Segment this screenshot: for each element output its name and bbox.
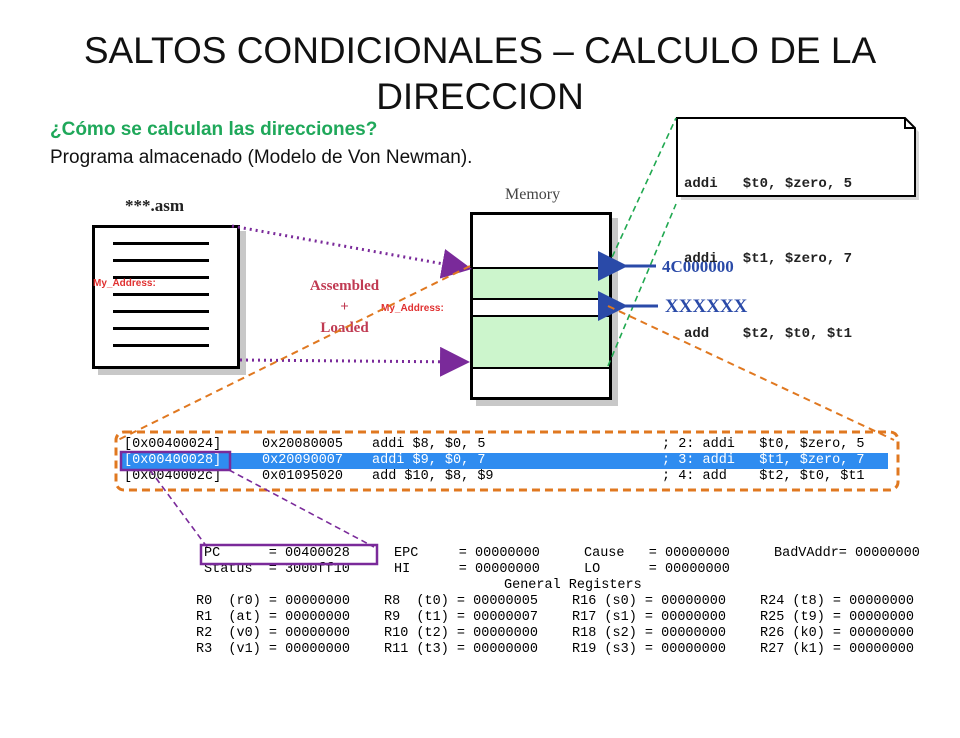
listing-code: 0x20080005 (262, 437, 344, 452)
memory-cell-target (473, 298, 609, 317)
register-value: R16 (s0) = 00000000 (572, 594, 726, 609)
code-line: addi $t0, $zero, 5 (684, 176, 853, 192)
doc-line (113, 276, 209, 279)
memory-to-listing-connector (117, 265, 471, 441)
assembled-text: Assembled (309, 278, 380, 294)
register-value: R8 (t0) = 00000005 (384, 594, 538, 609)
register-value: R3 (v1) = 00000000 (196, 642, 350, 657)
listing-row-selected[interactable]: [0x00400028] 0x20090007 addi $9, $0, 7 ;… (122, 453, 888, 469)
listing-instruction: add $10, $8, $9 (372, 469, 494, 484)
assembled-loaded-label: Assembled + Loaded (302, 276, 387, 339)
memory-block (470, 212, 612, 400)
address-highlight-box (119, 450, 232, 472)
register-value: R18 (s2) = 00000000 (572, 626, 726, 641)
memory-cell-empty (473, 367, 609, 396)
code-line: add $t2, $t0, $t1 (684, 326, 853, 342)
register-value: R11 (t3) = 00000000 (384, 642, 538, 657)
register-value: R25 (t9) = 00000000 (760, 610, 914, 625)
pointer-label-target: XXXXXX (665, 296, 748, 317)
address-to-pc-connector (149, 469, 208, 548)
memory-to-listing-connector (607, 305, 895, 441)
asm-document-icon (92, 225, 240, 369)
code-line: addi $t1, $zero, 7 (684, 251, 853, 267)
listing-code: 0x01095020 (262, 469, 344, 484)
listing-row[interactable]: [0x00400024] 0x20080005 addi $8, $0, 5 ;… (122, 437, 888, 453)
register-header-row: General Registers (196, 578, 642, 594)
doc-line (113, 293, 209, 296)
instruction-listing: [0x00400024] 0x20080005 addi $8, $0, 5 ;… (122, 436, 888, 486)
connector-overlay (114, 117, 900, 566)
register-value: R17 (s1) = 00000000 (572, 610, 726, 625)
listing-instruction: addi $8, $0, 5 (372, 437, 486, 452)
code-snippet: addi $t0, $zero, 5 addi $t1, $zero, 7 ad… (684, 122, 852, 372)
asm-file-label: ***.asm (125, 196, 185, 215)
register-value: R9 (t1) = 00000007 (384, 610, 538, 625)
doc-line (113, 259, 209, 262)
register-row: R2 (v0) = 00000000 R10 (t2) = 00000000 R… (196, 626, 914, 642)
doc-line (113, 310, 209, 313)
memory-to-code-connector (607, 117, 677, 267)
register-row: R0 (r0) = 00000000 R8 (t0) = 00000005 R1… (196, 594, 914, 610)
register-value: R27 (k1) = 00000000 (760, 642, 914, 657)
register-value: R2 (v0) = 00000000 (196, 626, 350, 641)
register-value: R1 (at) = 00000000 (196, 610, 350, 625)
doc-line (113, 242, 209, 245)
doc-line (113, 327, 209, 330)
pointer-label-base: 4C000000 (662, 257, 734, 276)
pc-highlight-box (199, 543, 379, 566)
memory-to-code-connector (607, 203, 677, 367)
listing-highlight-box (114, 430, 900, 492)
memory-address-label: My_Address: (381, 303, 444, 314)
register-cause: Cause = 00000000 (584, 546, 730, 561)
asm-to-memory-connector (231, 224, 472, 279)
listing-code: 0x20090007 (262, 453, 344, 468)
register-value: R10 (t2) = 00000000 (384, 626, 538, 641)
register-epc: EPC = 00000000 (394, 546, 540, 561)
register-value: R24 (t8) = 00000000 (760, 594, 914, 609)
register-row: R1 (at) = 00000000 R9 (t1) = 00000007 R1… (196, 610, 914, 626)
plus-text: + (340, 299, 349, 315)
loaded-text: Loaded (320, 320, 369, 336)
register-value: R19 (s3) = 00000000 (572, 642, 726, 657)
listing-comment: ; 3: addi $t1, $zero, 7 (662, 453, 865, 468)
listing-comment: ; 2: addi $t0, $zero, 5 (662, 437, 865, 452)
asm-address-label: My_Address: (93, 278, 156, 289)
memory-cell-program (473, 267, 609, 300)
register-hi: HI = 00000000 (394, 562, 540, 577)
listing-row[interactable]: [0x0040002c] 0x01095020 add $10, $8, $9 … (122, 469, 888, 485)
memory-label: Memory (505, 186, 561, 203)
general-registers-header: General Registers (504, 578, 642, 593)
listing-instruction: addi $9, $0, 7 (372, 453, 486, 468)
listing-comment: ; 4: add $t2, $t0, $t1 (662, 469, 865, 484)
register-value: R0 (r0) = 00000000 (196, 594, 350, 609)
register-row: R3 (v1) = 00000000 R11 (t3) = 00000000 R… (196, 642, 914, 658)
address-to-pc-connector (228, 469, 375, 548)
listing-address: [0x0040002c] (124, 469, 222, 484)
listing-address: [0x00400024] (124, 437, 222, 452)
register-status: Status = 3000ff10 (204, 562, 350, 577)
asm-to-memory-connector (239, 346, 470, 377)
register-lo: LO = 00000000 (584, 562, 730, 577)
page-title: SALTOS CONDICIONALES – CALCULO DE LA DIR… (83, 30, 877, 117)
register-pc: PC = 00400028 (204, 546, 350, 561)
memory-cell-program (473, 315, 609, 369)
register-badvaddr: BadVAddr= 00000000 (774, 546, 920, 561)
register-value: R26 (k0) = 00000000 (760, 626, 914, 641)
register-row: Status = 3000ff10 HI = 00000000 LO = 000… (196, 562, 730, 578)
code-snippet-callout (676, 117, 919, 200)
doc-line (113, 344, 209, 347)
program-text: Programa almacenado (Modelo de Von Newma… (50, 147, 473, 168)
listing-address: [0x00400028] (124, 453, 222, 468)
register-row: PC = 00400028 EPC = 00000000 Cause = 000… (196, 546, 920, 562)
question-text: ¿Cómo se calculan las direcciones? (50, 119, 378, 140)
